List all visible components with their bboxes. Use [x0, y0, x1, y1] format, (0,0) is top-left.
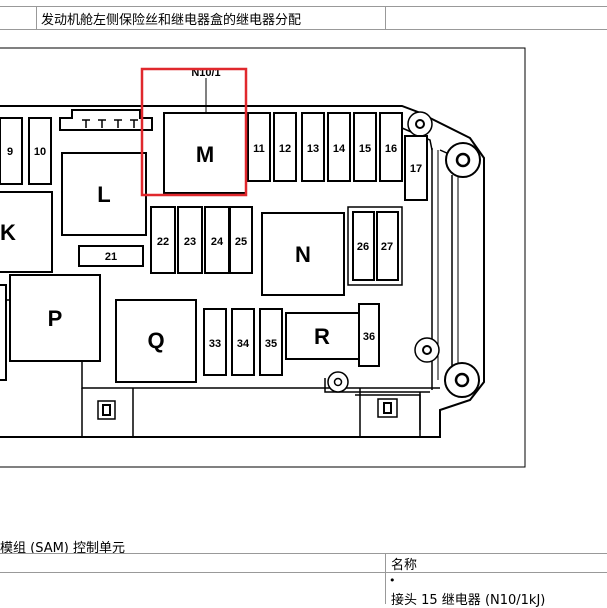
fuse-22-label: 22	[157, 236, 169, 248]
relay-m-label: M	[196, 142, 214, 167]
fuse-13	[301, 112, 325, 182]
fuse-13-label: 13	[307, 143, 319, 155]
left-edge-block	[0, 284, 7, 381]
fuse-25-label: 25	[235, 236, 247, 248]
fuse-16	[379, 112, 403, 182]
fuse-23	[177, 206, 203, 274]
relay-k-label: K	[0, 220, 16, 245]
housing-tab	[355, 394, 421, 430]
list-item: 接头 15 继电器 (N10/1kJ)	[391, 593, 546, 608]
mount-screw	[444, 362, 480, 398]
diagram-frame	[0, 47, 526, 468]
fuse-21	[78, 245, 144, 267]
header-divider	[385, 7, 386, 29]
fuse-17-label: 17	[410, 163, 422, 175]
housing-step	[324, 378, 430, 393]
fuse-34	[231, 308, 255, 376]
fuse-16-label: 16	[385, 143, 397, 155]
table-top-border	[0, 553, 607, 554]
page-title: 发动机舱左侧保险丝和继电器盒的继电器分配	[41, 13, 302, 28]
relay-l	[61, 152, 147, 236]
housing-outline	[0, 105, 485, 438]
housing-ribs	[81, 388, 421, 437]
relay-r-label: R	[314, 324, 330, 349]
relay-r	[285, 312, 361, 360]
highlight-box	[140, 67, 248, 197]
section-title: 模组 (SAM) 控制单元	[0, 541, 126, 556]
fuse-33	[203, 308, 227, 376]
relay-n-label: N	[295, 242, 311, 267]
fuse-9-label: 9	[7, 146, 13, 158]
header-divider	[36, 7, 37, 29]
header-row: 发动机舱左侧保险丝和继电器盒的继电器分配	[0, 6, 607, 30]
fuse-10	[28, 117, 52, 185]
latch-inner	[102, 404, 111, 416]
fuse-23-label: 23	[184, 236, 196, 248]
fuse-24-label: 24	[211, 236, 224, 248]
column-header-name: 名称	[391, 558, 418, 573]
fuse-21-label: 21	[105, 251, 117, 263]
relay-n	[261, 212, 345, 296]
table-column-divider	[385, 553, 386, 604]
fuse-27	[376, 211, 399, 281]
fuse-26	[352, 211, 375, 281]
fuse-25	[229, 206, 253, 274]
fuse-35	[259, 308, 283, 376]
fuse-15-label: 15	[359, 143, 371, 155]
fuse-22	[150, 206, 176, 274]
fuse-11-label: 11	[253, 143, 265, 155]
relay-k	[0, 191, 53, 273]
mount-screw	[407, 111, 433, 137]
fuse-35-label: 35	[265, 338, 277, 350]
fuse-10-label: 10	[34, 146, 46, 158]
relay-p-label: P	[48, 306, 63, 331]
latch-inner	[383, 402, 392, 414]
relay-l-label: L	[97, 182, 110, 207]
relay-q-label: Q	[147, 328, 164, 353]
fuse-box-diagram: 9 10 K L 21 M 11 12 13 14 15 16 17 22 23…	[0, 47, 526, 468]
connector-pins	[82, 119, 138, 128]
fuse-17	[404, 135, 428, 201]
mount-screw	[414, 337, 440, 363]
fuse-14	[327, 112, 351, 182]
fuse-34-label: 34	[237, 338, 250, 350]
fuse-12-label: 12	[279, 143, 291, 155]
mount-screw	[327, 371, 349, 393]
fuse-9	[0, 117, 23, 185]
fuse-24	[204, 206, 230, 274]
fuse-26-label: 26	[357, 241, 369, 253]
mount-screw	[445, 142, 481, 178]
relay-q	[115, 299, 197, 383]
fuse-11	[247, 112, 271, 182]
fuse-36	[358, 303, 380, 367]
fuse-27-label: 27	[381, 241, 393, 253]
fuse-15	[353, 112, 377, 182]
fuse-36-label: 36	[363, 331, 375, 343]
relay-p	[9, 274, 101, 362]
fuse-12	[273, 112, 297, 182]
fuse-14-label: 14	[333, 143, 346, 155]
table-header-border	[0, 572, 607, 573]
list-bullet: •	[389, 574, 396, 587]
fuse-33-label: 33	[209, 338, 221, 350]
